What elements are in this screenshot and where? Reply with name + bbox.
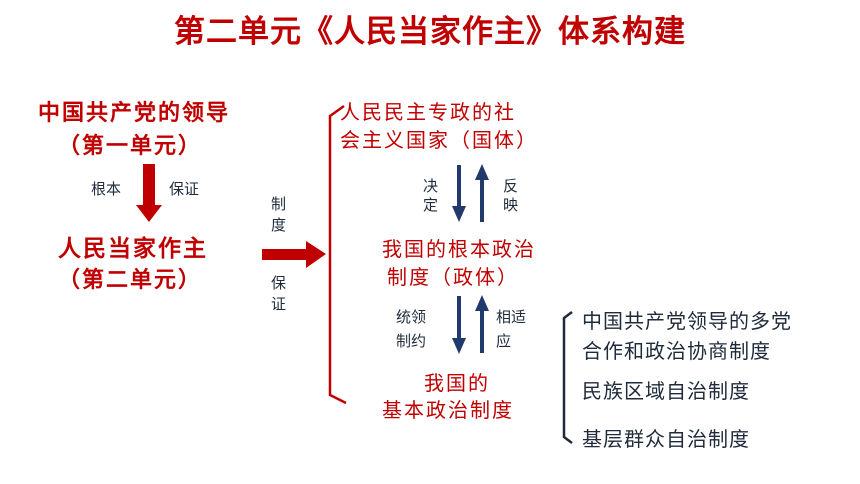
arrow-label-guarantee: 保证 <box>169 180 200 198</box>
dark-bracket <box>562 311 573 444</box>
gov-system-line2: 制度（政体） <box>387 265 519 289</box>
red-bracket <box>328 104 347 405</box>
side-label-guarantee: 保证 <box>269 275 287 317</box>
lead-label-2: 制约 <box>396 332 427 350</box>
state-system-line2: 会主义国家（国体） <box>340 128 538 152</box>
adapt-label-2: 应 <box>496 332 512 350</box>
people-masters-label: 人民当家作主 <box>58 235 208 262</box>
system-item-grassroots: 基层群众自治制度 <box>582 427 750 451</box>
adapt-label-1: 相适 <box>496 308 527 326</box>
lead-label-1: 统领 <box>396 308 427 326</box>
system-item-multiparty-1: 中国共产党领导的多党 <box>582 309 792 333</box>
state-system-line1: 人民民主专政的社 <box>340 100 516 124</box>
gov-system-line1: 我国的根本政治 <box>382 237 536 261</box>
reflect-label: 反映 <box>501 178 519 216</box>
side-label-system: 制度 <box>269 196 287 238</box>
down-red-arrow <box>136 164 162 222</box>
arrow-label-fundamental: 根本 <box>91 180 122 198</box>
unit-two-label: （第二单元） <box>58 267 203 293</box>
right-red-arrow <box>262 241 326 268</box>
lead-adapt-arrows <box>452 295 489 354</box>
system-item-ethnic-autonomy: 民族区域自治制度 <box>582 379 750 403</box>
page-title: 第二单元《人民当家作主》体系构建 <box>174 14 686 50</box>
unit-one-label: （第一单元） <box>58 133 203 159</box>
basic-system-line1: 我国的 <box>424 371 490 395</box>
party-leadership-label: 中国共产党的领导 <box>38 100 231 126</box>
basic-system-line2: 基本政治制度 <box>382 398 514 422</box>
decide-reflect-arrows <box>452 164 489 222</box>
decide-label: 决定 <box>421 178 439 216</box>
system-item-multiparty-2: 合作和政治协商制度 <box>582 339 771 363</box>
